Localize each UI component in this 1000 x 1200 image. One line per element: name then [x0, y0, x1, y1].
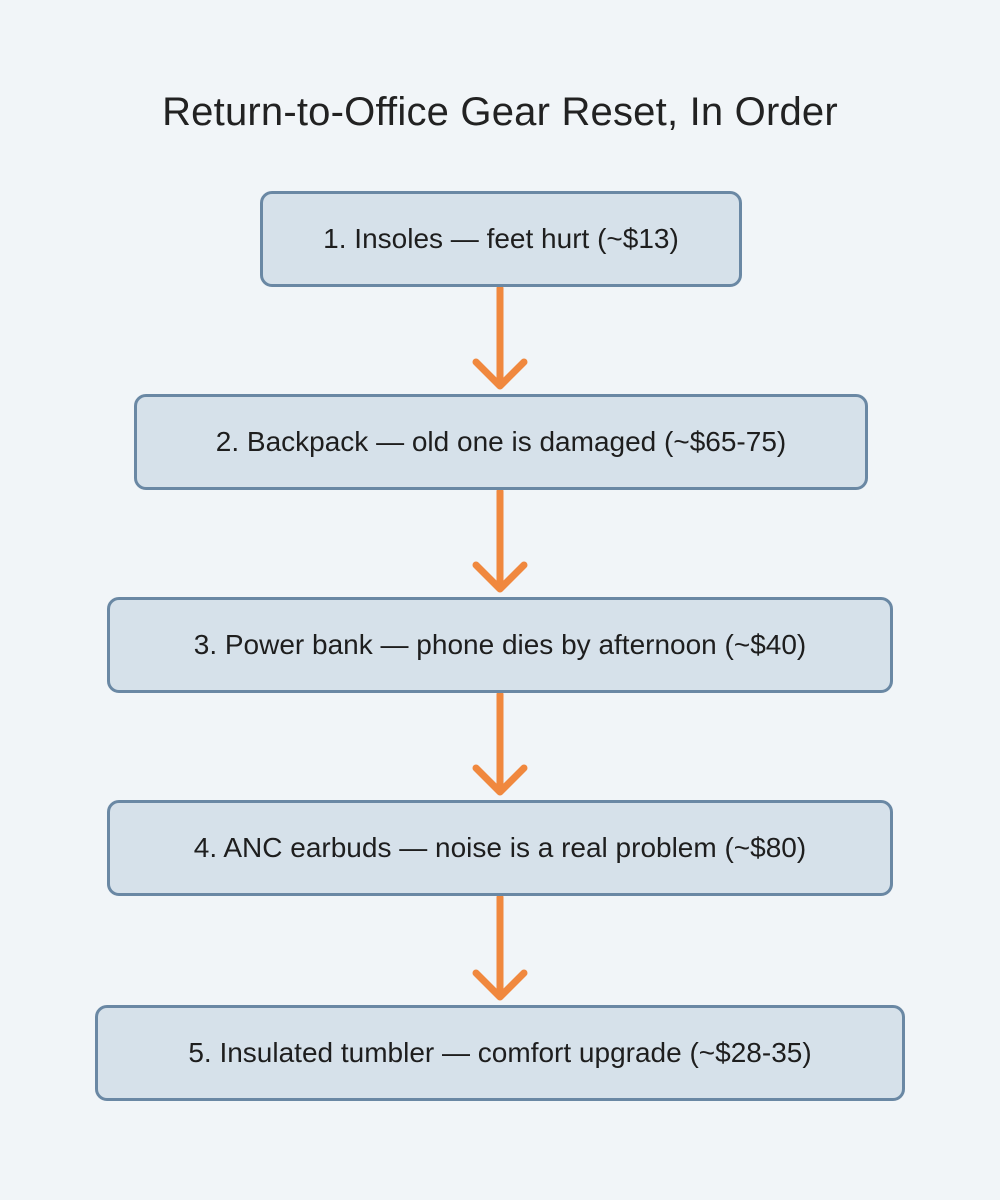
arrow-2-to-3 — [472, 487, 528, 593]
step-box-insoles: 1. Insoles — feet hurt (~$13) — [260, 191, 742, 287]
step-label: 2. Backpack — old one is damaged (~$65-7… — [215, 426, 787, 457]
step-box-insulated-tumbler: 5. Insulated tumbler — comfort upgrade (… — [95, 1005, 905, 1101]
arrow-4-to-5 — [472, 893, 528, 1001]
step-label: 1. Insoles — feet hurt (~$13) — [323, 223, 679, 254]
step-box-anc-earbuds: 4. ANC earbuds — noise is a real problem… — [107, 800, 893, 896]
arrow-1-to-2 — [472, 284, 528, 390]
step-label: 5. Insulated tumbler — comfort upgrade (… — [188, 1037, 812, 1068]
diagram-title: Return-to-Office Gear Reset, In Order — [162, 90, 838, 134]
step-box-power-bank: 3. Power bank — phone dies by afternoon … — [107, 597, 893, 693]
step-label: 4. ANC earbuds — noise is a real problem… — [193, 832, 807, 863]
arrow-3-to-4 — [472, 690, 528, 796]
step-label: 3. Power bank — phone dies by afternoon … — [193, 629, 807, 660]
step-box-backpack: 2. Backpack — old one is damaged (~$65-7… — [134, 394, 868, 490]
